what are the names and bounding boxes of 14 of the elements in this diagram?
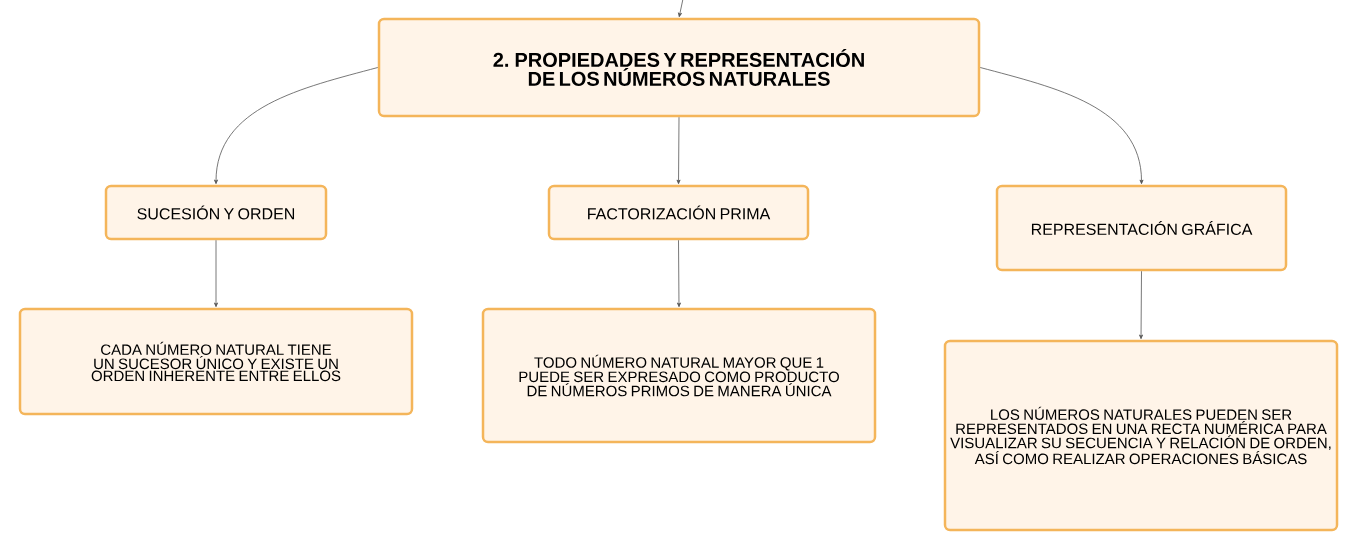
concept-box: SUCESIÓN Y ORDEN — [104, 184, 328, 241]
arrow — [678, 0, 684, 18]
arrow — [1139, 270, 1143, 340]
arrow — [677, 239, 681, 308]
arrow — [214, 67, 379, 185]
concept-box: TODO NÚMERO NATURAL MAYOR QUE 1 PUEDE SER EXPRESADO COMO PRODUCTO DE NÚMEROS PRIMOS DE MANERA ÚNICA — [481, 307, 877, 444]
arrow — [214, 239, 218, 308]
arrow — [676, 116, 681, 185]
arrow — [979, 67, 1144, 185]
concept-box: LOS NÚMEROS NATURALES PUEDEN SER REPRESENTADOS EN UNA RECTA NUMÉRICA PARA VISUALIZAR SU SECUENCIA Y RELACIÓN DE ORDEN, ASÍ COMO REALIZAR OPERACIONES BÁSICAS — [943, 339, 1339, 532]
concept-box: CADA NÚMERO NATURAL TIENE UN SUCESOR ÚNICO Y EXISTE UN ORDEN INHERENTE ENTRE ELLOS — [18, 307, 414, 416]
concept-box: REPRESENTACIÓN GRÁFICA — [995, 184, 1288, 272]
concept-box: 2. PROPIEDADES Y REPRESENTACIÓN DE LOS NÚMEROS NATURALES — [377, 17, 981, 118]
concept-box: FACTORIZACIÓN PRIMA — [547, 184, 810, 241]
